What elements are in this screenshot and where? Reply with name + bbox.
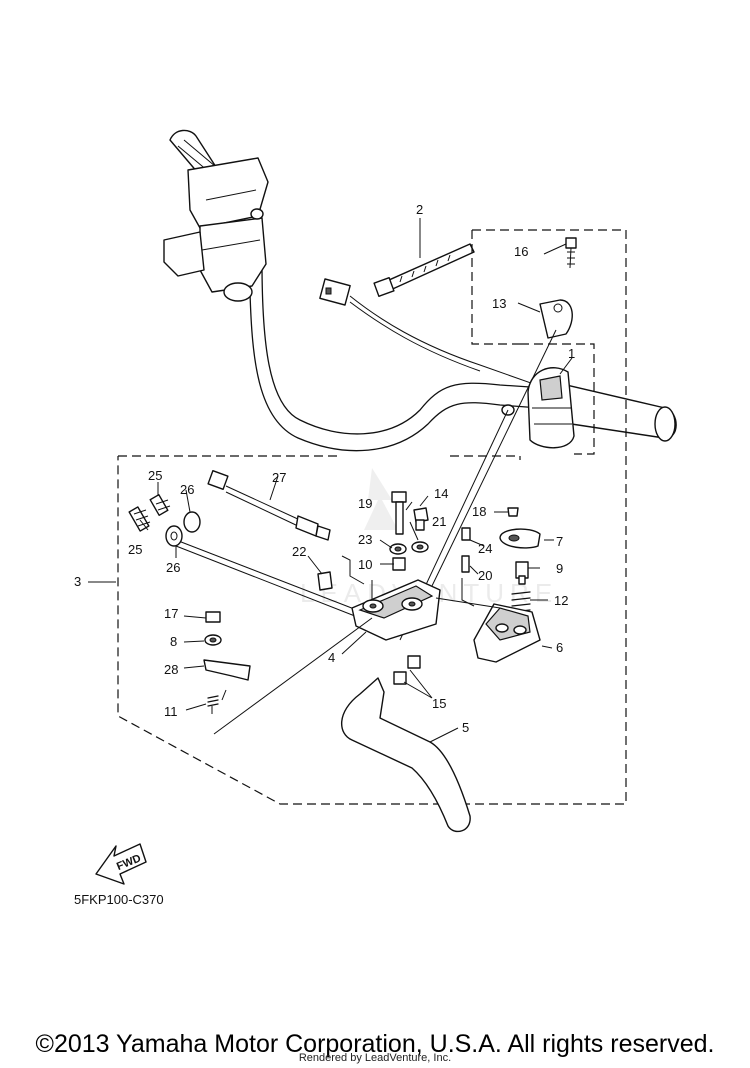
part-label: 16	[514, 244, 528, 259]
part-label: 12	[554, 593, 568, 608]
part-label: 2	[416, 202, 423, 217]
part-label: 26	[180, 482, 194, 497]
lower-left-parts	[203, 611, 251, 714]
switch-wire	[319, 278, 546, 389]
group-box-top	[471, 229, 627, 345]
lever-bracket	[351, 579, 441, 641]
copyright-notice: ©2013 Yamaha Motor Corporation, U.S.A. A…	[35, 1030, 715, 1058]
throttle-cable	[207, 469, 331, 541]
diagram-code: 5FKP100-C370	[74, 892, 164, 907]
fwd-arrow: FWD	[95, 843, 147, 885]
part-number-labels: 1 2 3 4 5 6 7 8 9 10 11 12 13 14 15 16 1…	[74, 202, 575, 735]
part-label: 20	[478, 568, 492, 583]
part-label: 25	[148, 468, 162, 483]
part-label: 9	[556, 561, 563, 576]
label-leaders	[88, 218, 573, 743]
part-label: 22	[292, 544, 306, 559]
bushings-15	[393, 655, 421, 685]
right-components	[461, 507, 541, 663]
part-label: 26	[166, 560, 180, 575]
clamp-13-16	[539, 237, 577, 339]
handlebar	[163, 129, 546, 452]
part-label: 1	[568, 346, 575, 361]
part-label: 19	[358, 496, 372, 511]
rendered-by-notice: Rendered by LeadVenture, Inc.	[298, 1052, 452, 1064]
part-22	[317, 571, 333, 591]
part-label: 25	[128, 542, 142, 557]
part-label: 7	[556, 534, 563, 549]
part-label: 6	[556, 640, 563, 655]
part-label: 13	[492, 296, 506, 311]
part-label: 5	[462, 720, 469, 735]
washers	[389, 541, 429, 571]
part-label: 3	[74, 574, 81, 589]
part-label: 28	[164, 662, 178, 677]
part-label: 24	[478, 541, 492, 556]
part-label: 18	[472, 504, 486, 519]
part-label: 11	[164, 704, 178, 719]
part-label: 8	[170, 634, 177, 649]
cable-band	[373, 243, 475, 298]
group-box-switch	[520, 343, 595, 455]
part-label: 17	[164, 606, 178, 621]
part-label: 21	[432, 514, 446, 529]
part-label: 23	[358, 532, 372, 547]
part-label: 15	[432, 696, 446, 711]
part-label: 27	[272, 470, 286, 485]
part-label: 10	[358, 557, 372, 572]
group-box-assembly	[117, 344, 627, 805]
right-switch-assembly	[501, 367, 677, 449]
bolts-19-14	[391, 491, 429, 535]
lever	[340, 677, 471, 833]
part-label: 4	[328, 650, 335, 665]
part-label: 14	[434, 486, 448, 501]
